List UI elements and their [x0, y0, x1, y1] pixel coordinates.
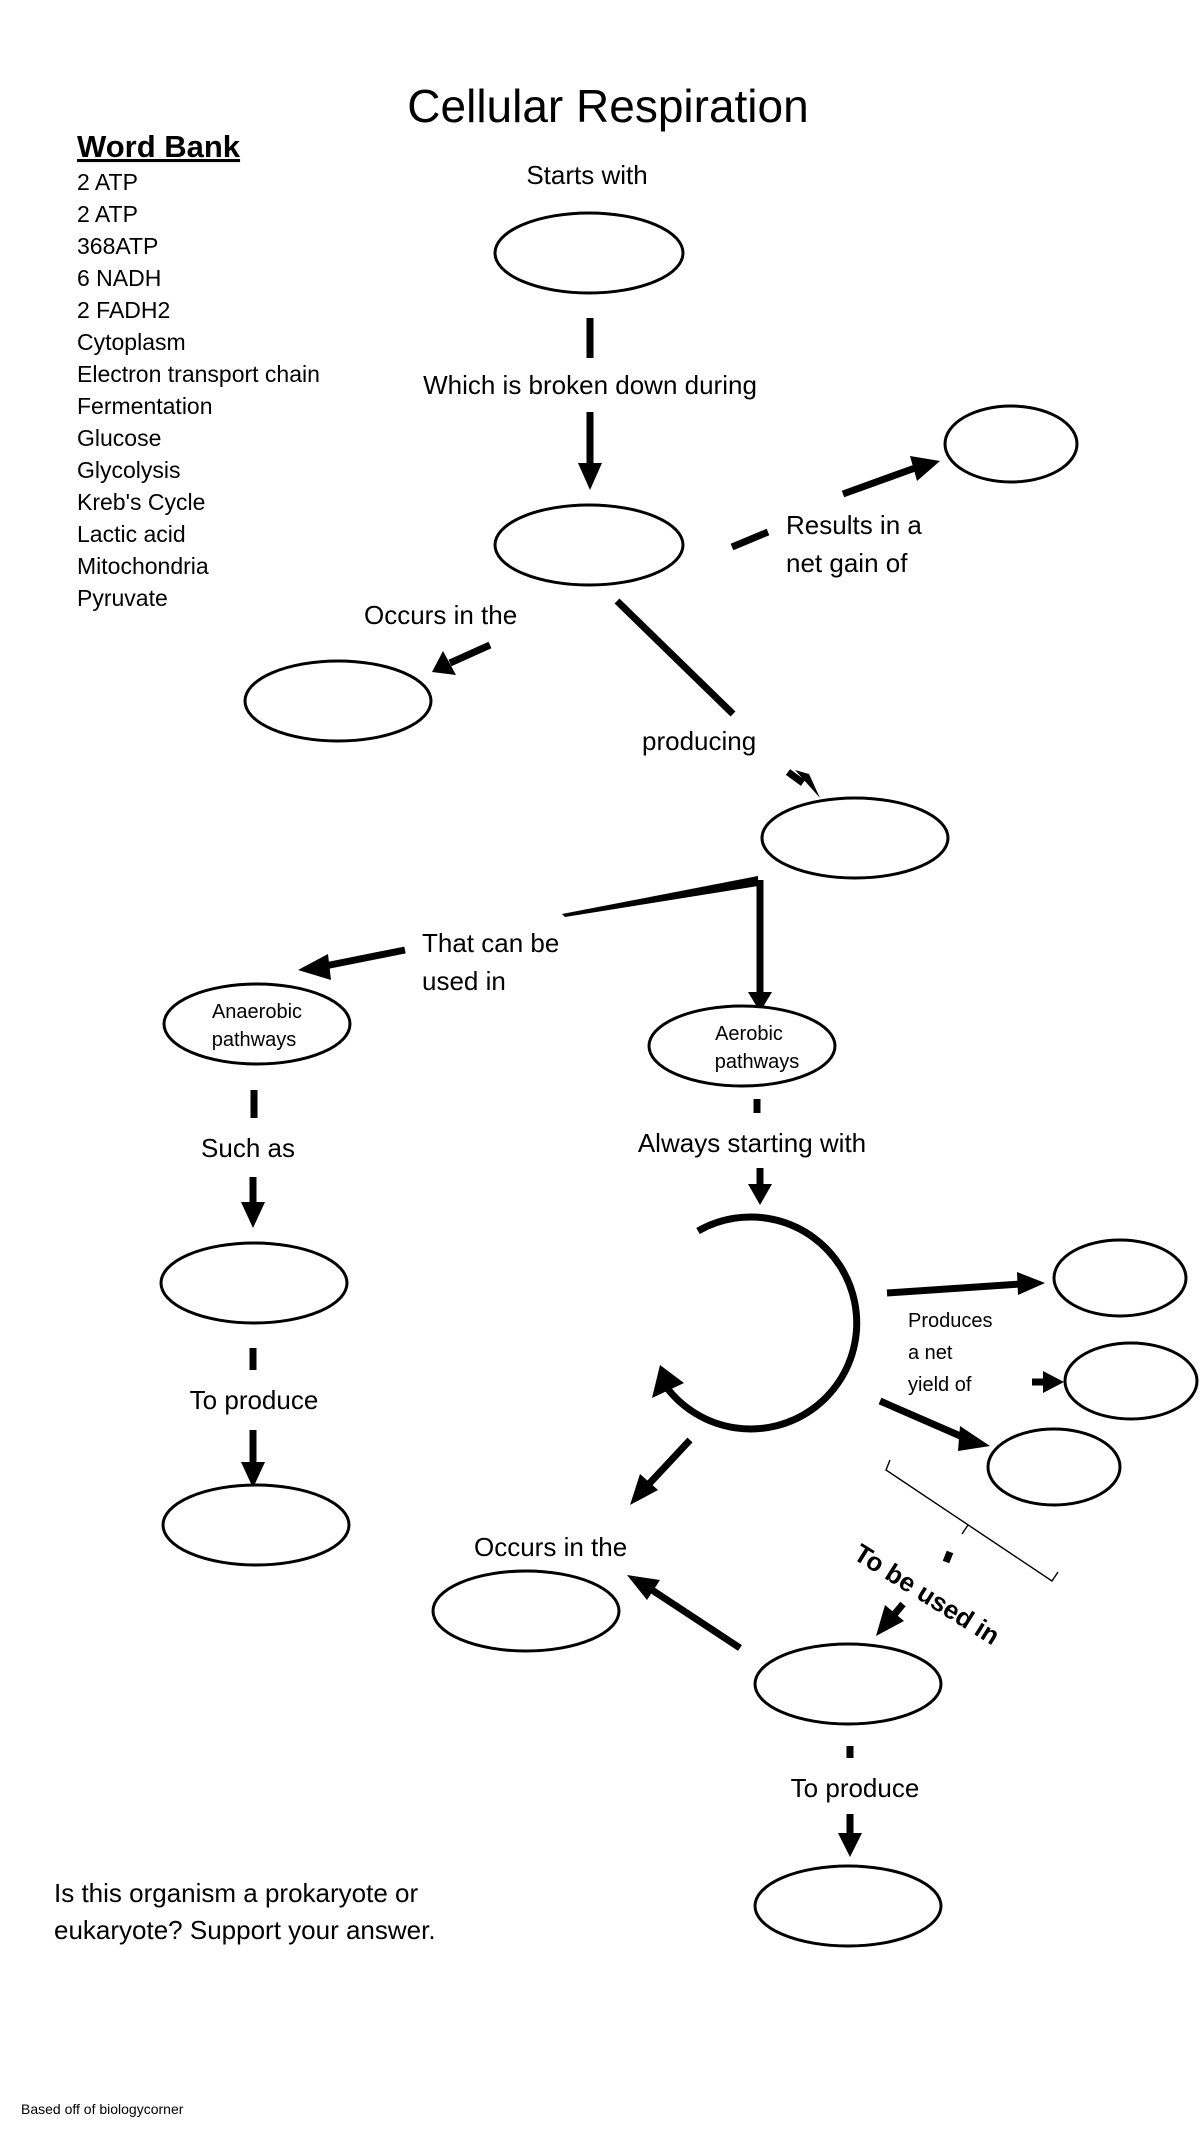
arrowhead [1043, 1371, 1064, 1393]
word-bank-item: Pyruvate [77, 585, 168, 611]
arrowhead [795, 770, 820, 798]
label-broken-down: Which is broken down during [423, 370, 757, 400]
arrowhead [958, 1426, 990, 1451]
arrowhead [876, 1605, 904, 1636]
word-bank-item: 2 ATP [77, 169, 138, 195]
arrowhead [630, 1474, 658, 1505]
arrowhead [298, 954, 331, 980]
label-aerobic: Aerobic [715, 1023, 783, 1045]
arrowhead [910, 456, 940, 481]
label-results-in: Results in a [786, 510, 922, 540]
blank-oval-anaerobic-process[interactable] [159, 1241, 349, 1325]
blank-oval-product[interactable] [760, 796, 950, 880]
arrowhead [627, 1575, 660, 1600]
word-bank-item: Kreb's Cycle [77, 489, 205, 515]
label-a-net: a net [908, 1342, 953, 1364]
arrowhead [241, 1202, 265, 1228]
connectors [241, 318, 1064, 1857]
blank-oval-chain[interactable] [753, 1642, 943, 1726]
blank-oval-net-gain[interactable] [943, 404, 1079, 484]
page-title: Cellular Respiration [407, 80, 808, 132]
label-produces: Produces [908, 1310, 993, 1332]
blank-oval-yield-3[interactable] [986, 1427, 1122, 1507]
word-bank-item: Glycolysis [77, 457, 181, 483]
arrowhead [748, 1184, 772, 1205]
arrowhead [1017, 1272, 1045, 1295]
connector-arrow [785, 769, 806, 786]
blank-oval-yield-2[interactable] [1063, 1341, 1199, 1421]
word-bank-item: Mitochondria [77, 553, 209, 579]
label-net-gain-of: net gain of [786, 548, 908, 578]
label-aerobic-pathways: pathways [715, 1051, 800, 1073]
label-starts-with: Starts with [526, 160, 647, 190]
label-to-produce-left: To produce [190, 1385, 319, 1415]
word-bank-item: Cytoplasm [77, 329, 186, 355]
answer-ovals [159, 211, 1199, 1948]
word-bank-item: Glucose [77, 425, 161, 451]
word-bank-item: 2 ATP [77, 201, 138, 227]
blank-oval-starting-molecule[interactable] [493, 211, 685, 295]
connector-arrow [878, 1397, 967, 1442]
label-such-as: Such as [201, 1133, 295, 1163]
blank-oval-final-product[interactable] [753, 1864, 943, 1948]
blank-oval-location-1[interactable] [243, 659, 433, 743]
products-bracket [885, 1459, 1059, 1582]
label-to-be-used-in: To be used in [849, 1538, 1005, 1651]
aerobic-pathways-oval [647, 1004, 837, 1088]
arrowhead [748, 992, 772, 1012]
anaerobic-pathways-oval [162, 982, 352, 1066]
word-bank-item: 368ATP [77, 233, 158, 259]
label-to-produce-bottom: To produce [791, 1773, 920, 1803]
footer-credit: Based off of biologycorner [21, 2101, 184, 2117]
question-block: Is this organism a prokaryote or eukaryo… [54, 1878, 436, 1945]
label-yield-of: yield of [908, 1374, 972, 1396]
word-bank-item: Fermentation [77, 393, 213, 419]
connector-segment [942, 1550, 954, 1564]
connector-wedge [562, 876, 758, 917]
connector-segment [614, 598, 736, 717]
word-bank-item: Electron transport chain [77, 361, 320, 387]
word-bank-item: Lactic acid [77, 521, 186, 547]
label-that-can-be: That can be [422, 928, 559, 958]
label-anaerobic-pathways: pathways [212, 1029, 297, 1051]
label-occurs-in-1: Occurs in the [364, 600, 517, 630]
connector-arrow [841, 464, 917, 498]
word-bank-item: 6 NADH [77, 265, 161, 291]
arrowhead [652, 1365, 684, 1398]
label-always-starting: Always starting with [638, 1128, 866, 1158]
word-bank: Word Bank 2 ATP 2 ATP 368ATP 6 NADH 2 FA… [77, 129, 320, 611]
word-bank-heading: Word Bank [77, 129, 241, 164]
connector-arrow [324, 946, 406, 970]
label-used-in: used in [422, 966, 506, 996]
question-line-2: eukaryote? Support your answer. [54, 1915, 436, 1945]
label-anaerobic: Anaerobic [212, 1001, 302, 1023]
word-bank-item: 2 FADH2 [77, 297, 170, 323]
connector-arrow [650, 1587, 742, 1651]
connector-segment [730, 528, 770, 551]
blank-oval-process[interactable] [493, 503, 685, 587]
arrowhead [432, 651, 456, 675]
arrowhead [578, 463, 602, 490]
krebs-cycle-loop [664, 1213, 861, 1433]
arrowhead [241, 1462, 265, 1488]
blank-oval-anaerobic-product[interactable] [161, 1483, 351, 1567]
connector-arrow [886, 1280, 1021, 1297]
label-producing: producing [642, 726, 756, 756]
label-occurs-in-2: Occurs in the [474, 1532, 627, 1562]
question-line-1: Is this organism a prokaryote or [54, 1878, 418, 1908]
connector-arrow [448, 641, 492, 667]
blank-oval-yield-1[interactable] [1052, 1238, 1188, 1318]
connector-arrow [645, 1437, 693, 1488]
blank-oval-location-2[interactable] [431, 1569, 621, 1653]
arrowhead [838, 1833, 862, 1857]
